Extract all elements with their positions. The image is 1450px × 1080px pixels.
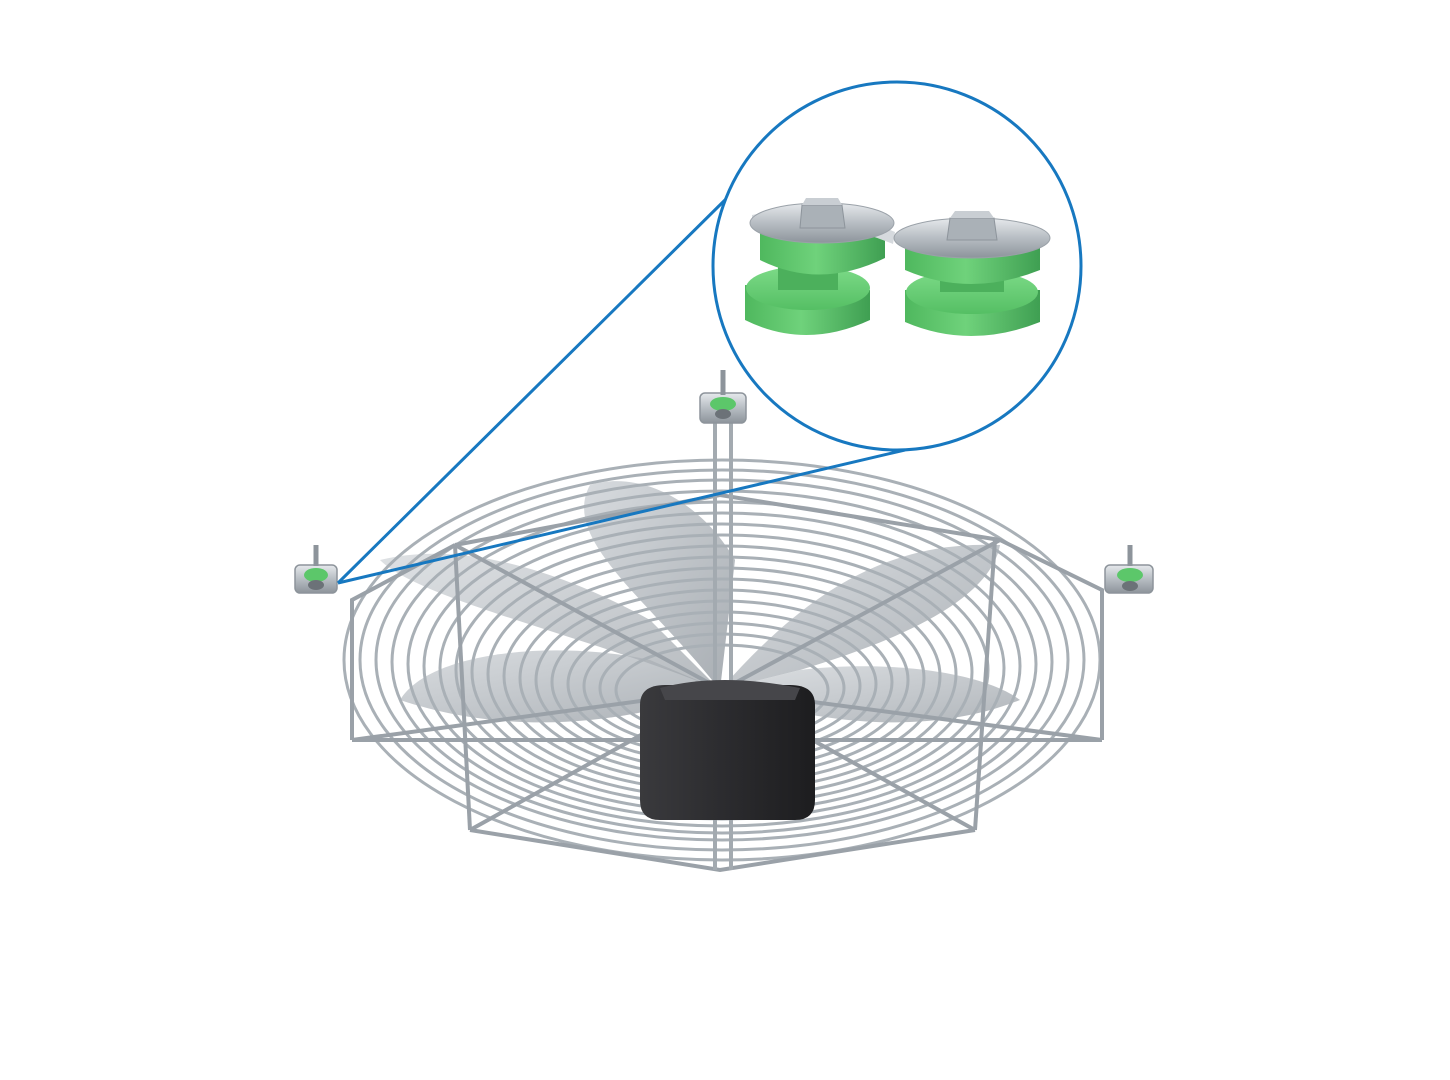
guard-grille [342, 458, 1102, 862]
mount-left [294, 545, 338, 594]
damper-left [745, 198, 895, 335]
damper-right [893, 211, 1051, 336]
motor-housing [640, 680, 815, 820]
mount-right [1104, 545, 1154, 594]
mount-top [699, 370, 747, 424]
zoom-callout [711, 80, 1083, 452]
callout-lines [336, 195, 906, 585]
